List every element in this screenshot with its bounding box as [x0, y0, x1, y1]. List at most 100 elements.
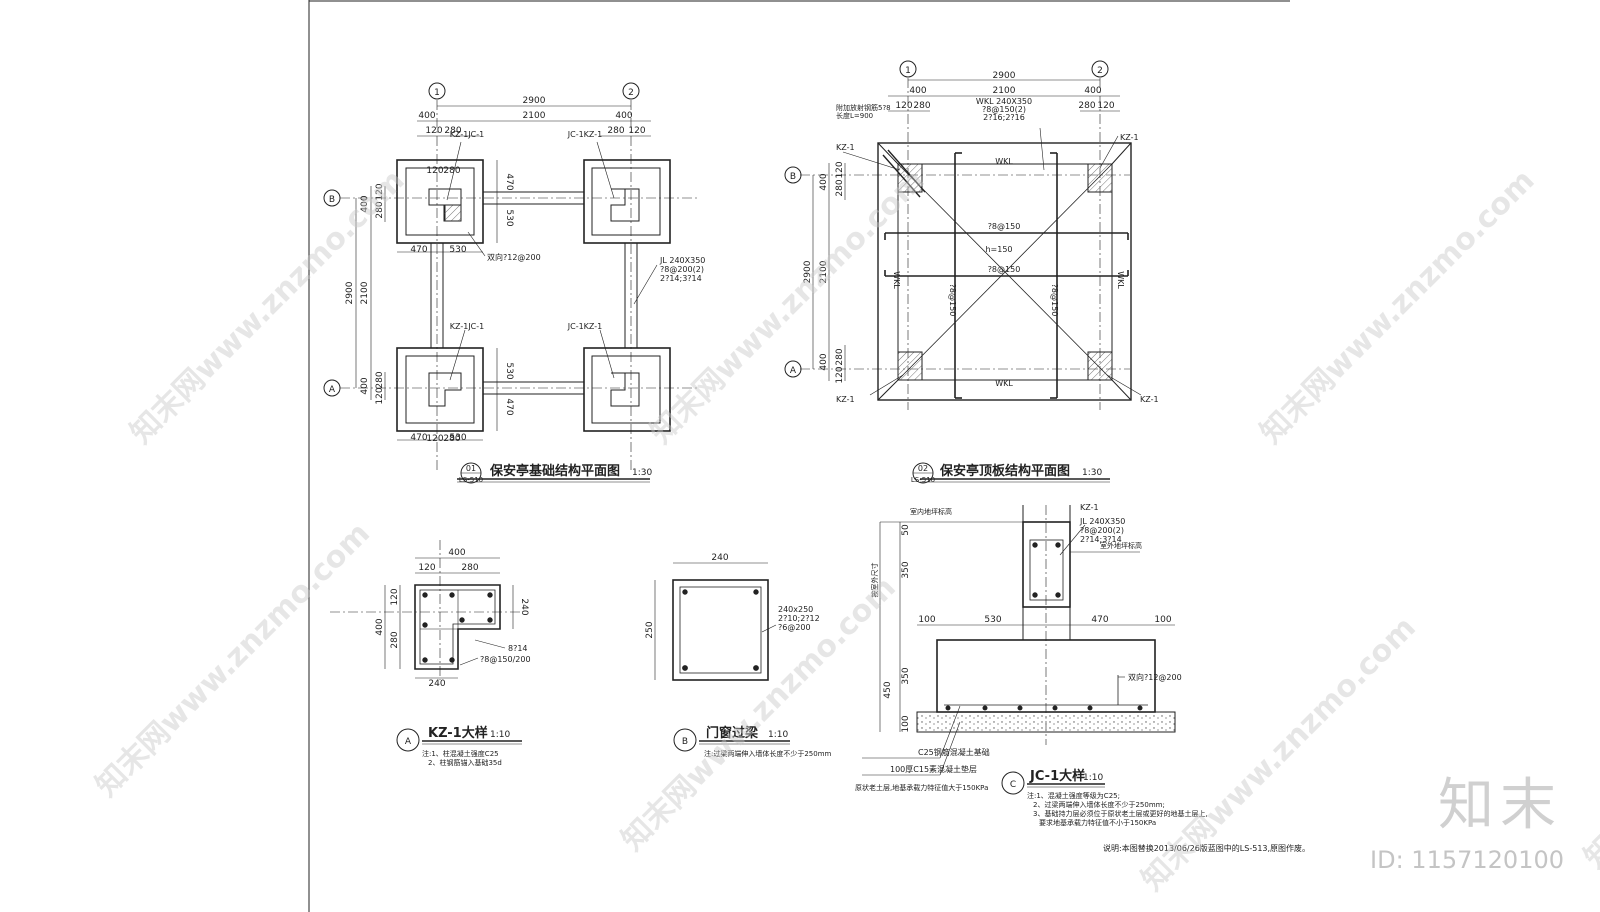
kz1-detail	[330, 540, 522, 752]
jc1-detail-text: KZ-1 JL 240X350 ?8@200(2) 2?14;3?14 室内地坪…	[855, 503, 1208, 827]
roof-8150-v2: ?8@150	[1050, 284, 1059, 317]
jc-tag: C	[1010, 780, 1016, 790]
watermark-3: 知末网www.znzmo.com	[1254, 163, 1542, 451]
kz-dim-280: 280	[461, 563, 478, 573]
roof-plan	[784, 60, 1142, 484]
jc-side-label: 按室外尺寸	[870, 563, 879, 598]
image-id-label: ID: 1157120100	[1370, 846, 1564, 874]
roof-kz-tr: KZ-1	[1120, 133, 1139, 142]
dim-2900: 2900	[523, 96, 546, 106]
roof-dim-120-r: 120	[1097, 101, 1114, 111]
roof-wkl-bottom: WKL	[995, 379, 1013, 388]
jc-note-3: 3、基础持力层必须位于原状老土层或更好的地基土层上,	[1033, 809, 1208, 818]
jc-indoor-label: 室内地坪标高	[910, 507, 952, 516]
jc-note-2: 2、过梁两端伸入墙体长度不少于250mm;	[1033, 800, 1165, 809]
roof-dim-280-b: 280	[835, 179, 845, 196]
kz-dim-120-v: 120	[390, 588, 400, 605]
watermark-layer: 知末网www.znzmo.com 知末网www.znzmo.com 知末网www…	[89, 163, 1600, 898]
roof-kz-bl: KZ-1	[836, 395, 855, 404]
dim-120-inner-a: 120	[426, 434, 443, 444]
jc1-detail	[862, 505, 1176, 795]
jc-note-1: 注:1、混凝土强度等级为C25;	[1027, 791, 1120, 800]
watermark-4: 知末网www.znzmo.com	[89, 516, 377, 804]
lintel-detail	[654, 562, 790, 752]
dim-530-right-a: 530	[504, 362, 514, 379]
tag-01-num: 01	[466, 464, 476, 473]
jc-jl-2: ?8@200(2)	[1080, 526, 1124, 535]
jc-dim-100-v: 100	[901, 715, 911, 732]
lintel-detail-text: 240 250 240x250 2?10;2?12 ?6@200 B 门窗过梁 …	[645, 553, 832, 758]
kz-note-2: 2、柱钢筋锚入基础35d	[428, 758, 502, 767]
jc-jl-3: 2?14;3?14	[1080, 535, 1122, 544]
roof-wkl-right: WKL	[1116, 271, 1125, 289]
roof-dim-280-l: 280	[913, 101, 930, 111]
kz-dim-240-v: 240	[519, 598, 529, 615]
dim-530-b: 530	[449, 245, 466, 255]
kz-title: KZ-1大样	[428, 725, 488, 741]
dim-280-inner-a: 280	[443, 434, 460, 444]
jc-dim-100-l: 100	[918, 615, 935, 625]
roof-dim-400-a: 400	[819, 353, 829, 370]
dim-2900-left: 2900	[345, 281, 355, 304]
jc-kz-label: KZ-1	[1080, 503, 1099, 512]
dim-120-left-b: 120	[375, 183, 385, 200]
dim-530-right-b: 530	[504, 209, 514, 226]
dim-470-right-b: 470	[504, 173, 514, 190]
jc-title: JC-1大样	[1029, 768, 1085, 784]
dim-120-right: 120	[628, 126, 645, 136]
foundation-plan	[323, 82, 700, 484]
watermark-7: 知末网www.znzmo.com	[1577, 588, 1600, 876]
jc-c15-label: 100厚C15素混凝土垫层	[890, 764, 977, 774]
roof-dim-120-b: 120	[835, 161, 845, 178]
roof-wkl-1: WKL 240X350	[976, 97, 1032, 106]
roof-dim-2100: 2100	[993, 86, 1016, 96]
jc-jl-1: JL 240X350	[1079, 517, 1125, 526]
roof-dim-400-l: 400	[909, 86, 926, 96]
watermark-1: 知末网www.znzmo.com	[124, 163, 412, 451]
kz-dim-280-v: 280	[390, 631, 400, 648]
roof-axis-b: B	[790, 172, 796, 182]
kz-label-stirrup: ?8@150/200	[480, 655, 531, 664]
dim-470-a: 470	[410, 433, 427, 443]
jc-note-4: 要求地基承载力特征值不小于150KPa	[1039, 818, 1156, 827]
tag-02-num: 02	[918, 464, 928, 473]
beam-label-2: 2?10;2?12	[778, 614, 820, 623]
dim-120-left-a: 120	[375, 387, 385, 404]
roof-kz-br: KZ-1	[1140, 395, 1159, 404]
dim-530-a: 530	[449, 433, 466, 443]
roof-plan-title: 保安亭顶板结构平面图	[939, 463, 1070, 479]
jc-dim-350-bot: 350	[901, 667, 911, 684]
tag-02-ref: LS-510	[911, 476, 935, 484]
kz-dim-400-v: 400	[375, 618, 385, 635]
beam-dim-250: 250	[645, 621, 655, 638]
beam-note: 注:过梁两端伸入墙体长度不少于250mm	[704, 749, 832, 758]
watermark-5: 知末网www.znzmo.com	[615, 570, 903, 858]
dim-280-inner: 280	[443, 166, 460, 176]
axis-a-label: A	[329, 385, 336, 395]
beam-dim-240: 240	[711, 553, 728, 563]
roof-axis-1: 1	[905, 66, 911, 76]
jc-dim-530: 530	[984, 615, 1001, 625]
roof-dim-400-b: 400	[819, 173, 829, 190]
kz-scale: 1:10	[490, 730, 510, 740]
dim-2100: 2100	[523, 111, 546, 121]
beam-title: 门窗过梁	[706, 725, 759, 741]
foundation-plan-scale: 1:30	[632, 468, 652, 478]
dim-400-left-b: 400	[360, 195, 370, 212]
jc-outdoor-label: 室外地坪标高	[1100, 541, 1142, 550]
roof-dim-400-r: 400	[1084, 86, 1101, 96]
roof-dim-280-r: 280	[1078, 101, 1095, 111]
roof-dim-2900: 2900	[993, 71, 1016, 81]
label-kz-jc-a1: KZ-1JC-1	[450, 322, 484, 331]
roof-axis-a: A	[790, 366, 797, 376]
jc-dim-350-top: 350	[901, 561, 911, 578]
dim-120-inner: 120	[426, 166, 443, 176]
label-kz-jc-b1: KZ-1JC-1	[450, 130, 484, 139]
kz-label-8-14: 8?14	[508, 644, 528, 653]
jc-dim-450: 450	[883, 681, 893, 698]
kz-dim-240-h: 240	[428, 679, 445, 689]
roof-wkl-3: 2?16;2?16	[983, 113, 1025, 122]
roof-dim-2100-left: 2100	[819, 260, 829, 283]
roof-wkl-top: WKL	[995, 157, 1013, 166]
dim-470-right-a: 470	[504, 398, 514, 415]
